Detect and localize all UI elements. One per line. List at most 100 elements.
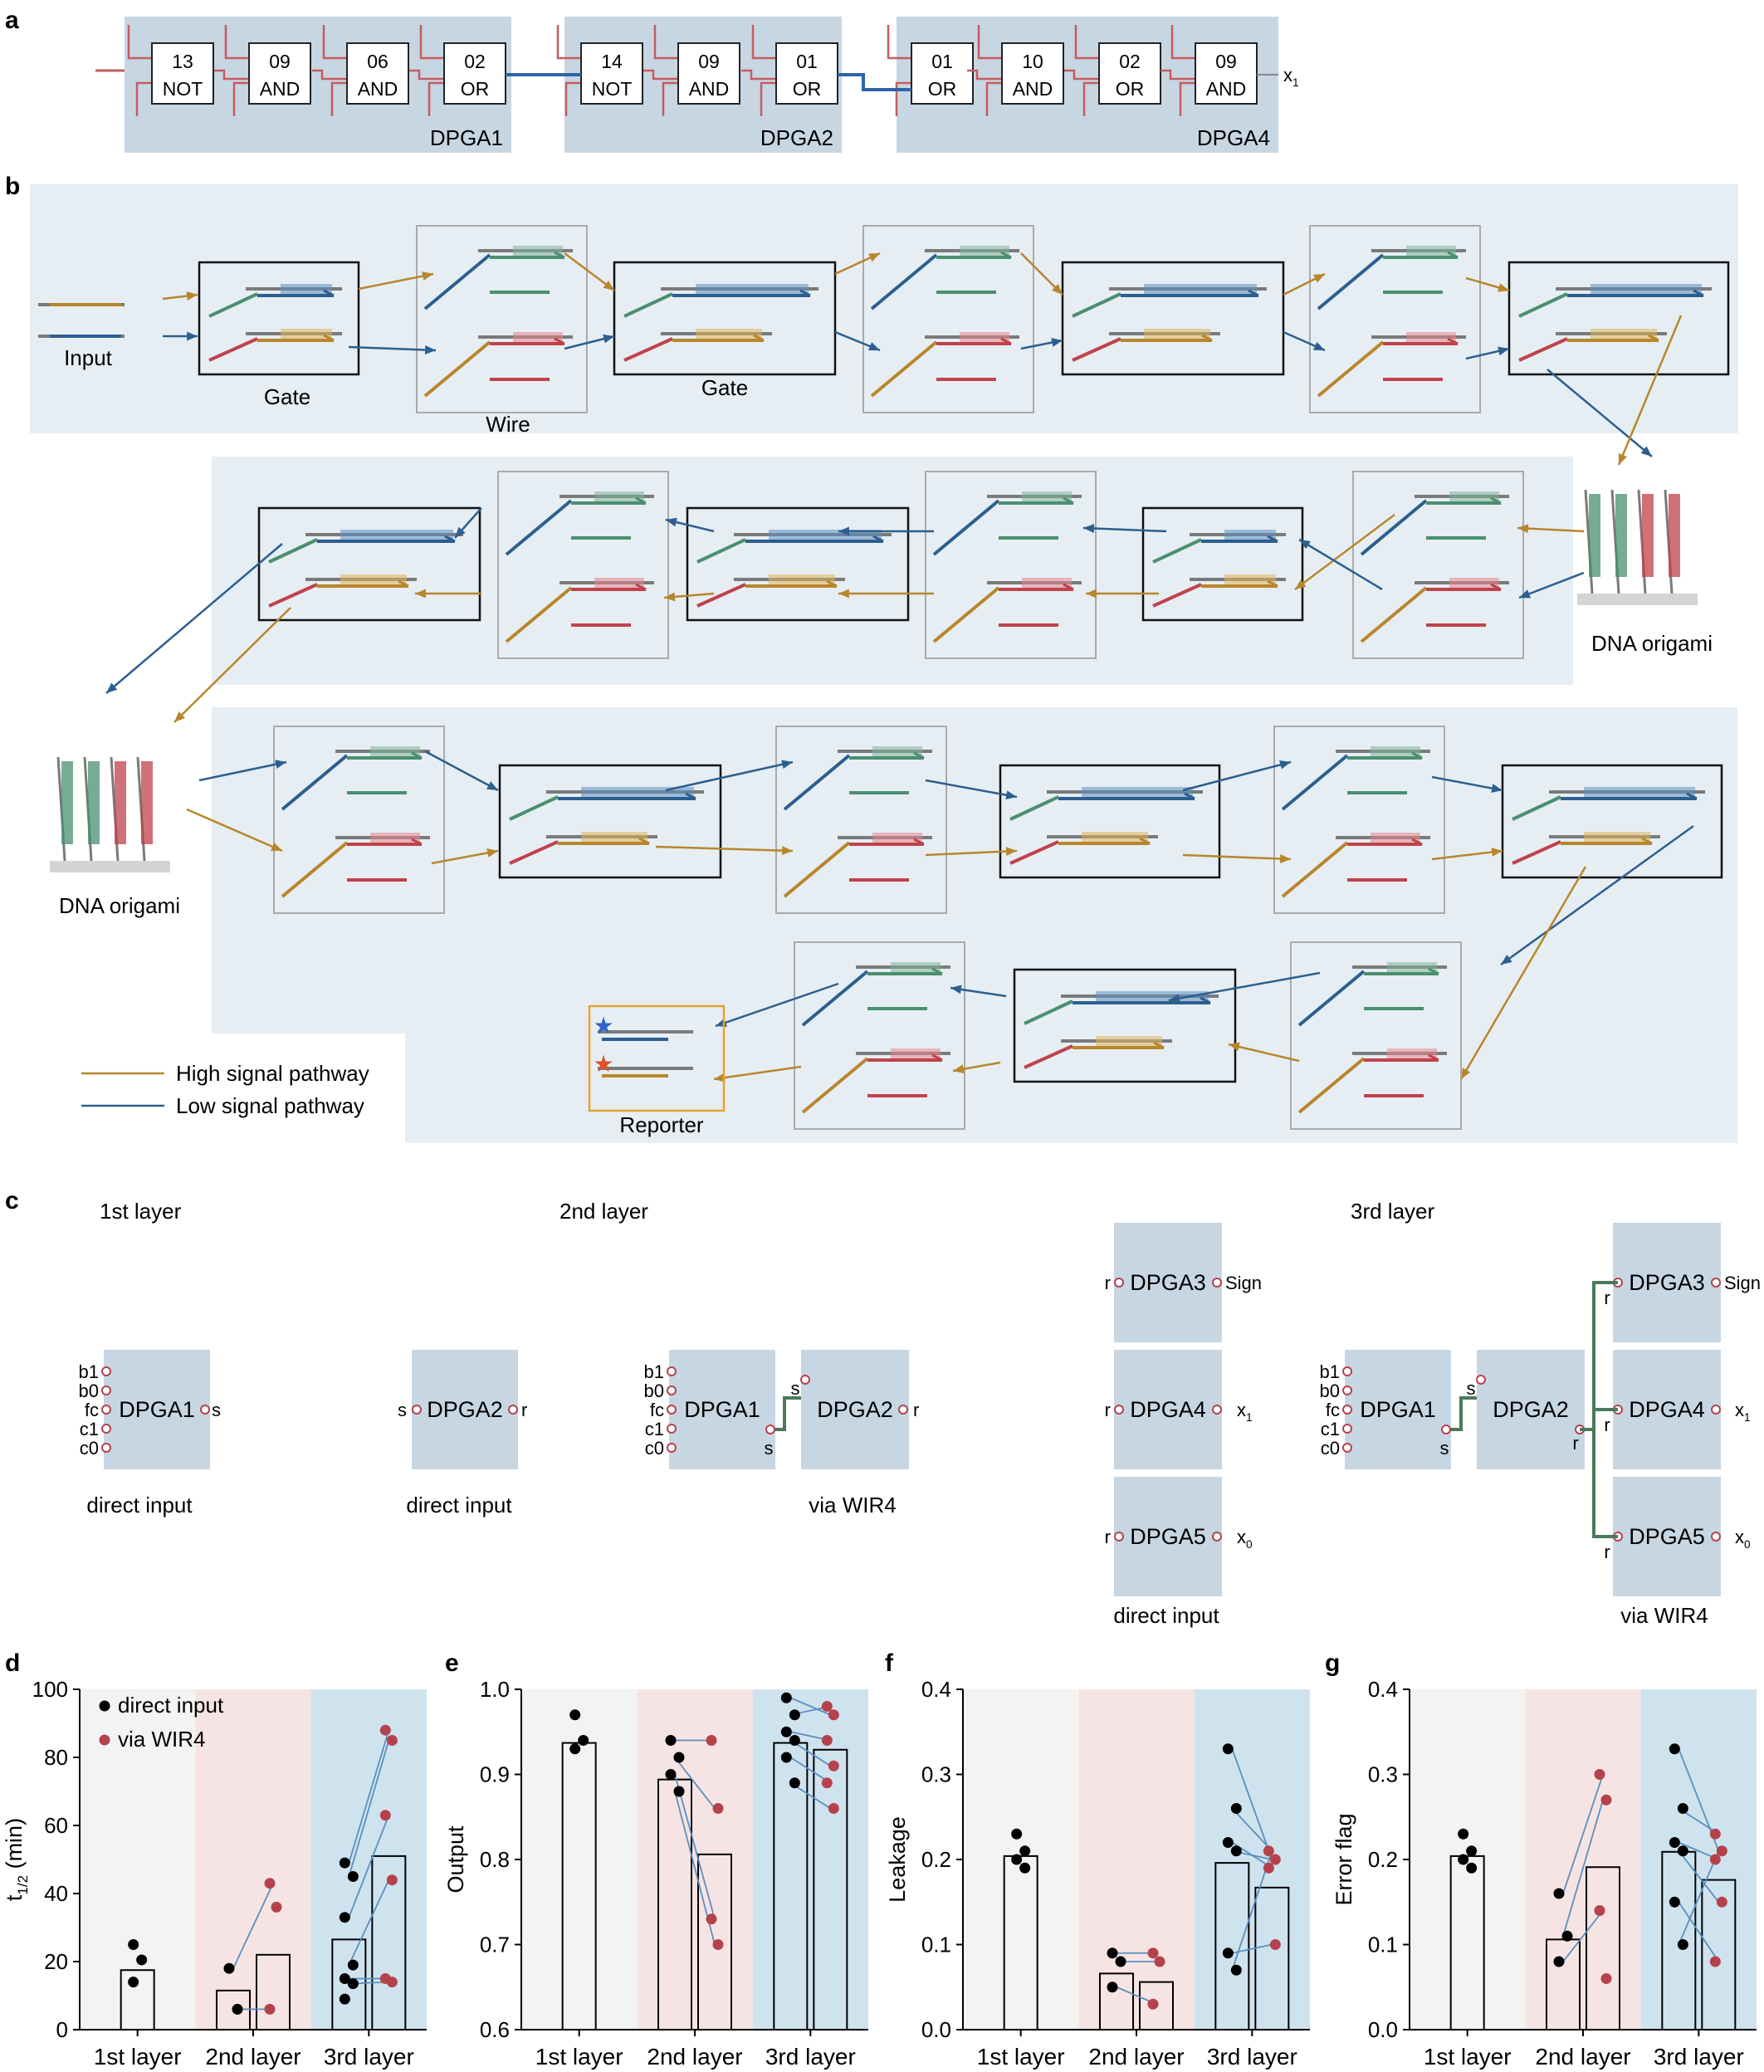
port-dot [101,1443,111,1453]
dpga-name: DPGA4 [1130,1397,1206,1422]
bar-direct [120,1969,155,2030]
point-direct [665,1769,677,1780]
layer-shade [80,1689,196,2030]
signal-arrow [925,779,1018,799]
bar-via [1701,1879,1737,2031]
dpga-block [669,1350,775,1469]
layer-shade [752,1689,868,2030]
x-tick-label: 3rd layer [765,2044,856,2070]
logic-gate-box [1001,42,1064,105]
point-via [821,1701,833,1712]
point-via [828,1803,839,1814]
input-label: Input [64,345,113,370]
bar-direct [657,1778,692,2030]
signal-arrow [665,760,794,792]
panel-label-e: e [445,1649,459,1677]
gate-input-wire [662,81,678,116]
layer-shade [637,1689,753,2030]
gate-type: OR [793,78,822,100]
port-label-r: r [1604,1542,1610,1562]
panel-label-d: d [5,1649,20,1677]
gate-tail [268,583,318,608]
point-via [706,1735,717,1746]
wire-tail [1281,754,1349,811]
point-via [264,2003,276,2015]
gate-type: AND [689,78,730,100]
gate-tail [268,538,318,564]
point-direct [1222,1743,1234,1755]
gate-type: OR [461,78,490,100]
point-direct [1561,1930,1573,1942]
bar-direct [1099,1972,1134,2031]
logic-gate-box [248,42,311,105]
gate-box [198,261,360,376]
gate-tail [1072,337,1121,362]
dna-arrowhead [826,579,838,588]
y-tick-label: 0.9 [480,1762,510,1787]
signal-arrow [1431,775,1503,792]
port-dot [765,1424,775,1434]
dpga-name: DPGA2 [760,125,833,150]
dna-arrowhead [1447,251,1459,259]
bar-via [256,1953,291,2031]
x-tick-label: 1st layer [977,2044,1065,2070]
gate-tail [1518,337,1568,362]
gate-input-wire [1179,81,1195,116]
origami-handle [88,761,100,844]
dpga-name: DPGA2 [817,1397,893,1422]
y-tick-label: 20 [44,1949,68,1974]
gate-id: 14 [601,51,623,72]
wire-tail [783,841,851,898]
layer-label: 3rd layer [1351,1199,1434,1224]
wire-tail [870,253,938,310]
dna-arrowhead [1248,289,1259,297]
input-port-label: b0 [79,1381,99,1401]
input-port-label: fc [1326,1400,1340,1420]
x-tick-label: 3rd layer [1207,2044,1297,2070]
dpga-block [412,1350,518,1469]
gate-tail [1072,292,1121,318]
signal-arrow [1431,849,1503,861]
arrowhead [1517,524,1529,534]
point-direct [780,1726,792,1737]
dna-arrowhead [1693,289,1704,297]
point-direct [1458,1854,1469,1865]
point-via [386,1977,398,1988]
y-tick-label: 0.3 [1368,1762,1398,1787]
point-direct [339,1973,350,1984]
gate-tail [208,337,258,362]
port-dot [1342,1405,1352,1415]
gate-input-wire [653,25,678,60]
wire-label: Wire [486,412,530,437]
dpga-block [104,1350,210,1469]
point-direct [1466,1845,1478,1857]
wire-tail [505,499,573,556]
y-tick-label: 0.1 [1368,1933,1398,1957]
dna-arrowhead [1000,337,1012,345]
point-direct [1669,1743,1680,1755]
reporter-box [588,1004,726,1112]
gate-box [999,764,1221,879]
arrowhead [1169,994,1180,1004]
signal-arrow [173,607,291,723]
point-via [712,1803,724,1814]
origami-handle [61,761,73,844]
dna-arrowhead [1267,579,1278,588]
signal-arrow [925,849,1018,857]
input-port-label: fc [650,1400,664,1420]
arrowhead [1051,338,1063,347]
port-label-sign: Sign [1724,1273,1761,1293]
port-dot [1342,1385,1352,1395]
signal-arrow [1082,526,1167,533]
point-direct [1458,1828,1469,1840]
point-direct [347,1959,359,1971]
wire-tail [1281,841,1349,898]
arrowhead [1640,446,1652,457]
origami-handle [1642,494,1654,577]
port-label-sign: Sign [1225,1273,1262,1293]
y-tick-label: 60 [44,1813,68,1838]
pair-line [1562,1909,1604,1962]
point-direct [1230,1964,1242,1976]
